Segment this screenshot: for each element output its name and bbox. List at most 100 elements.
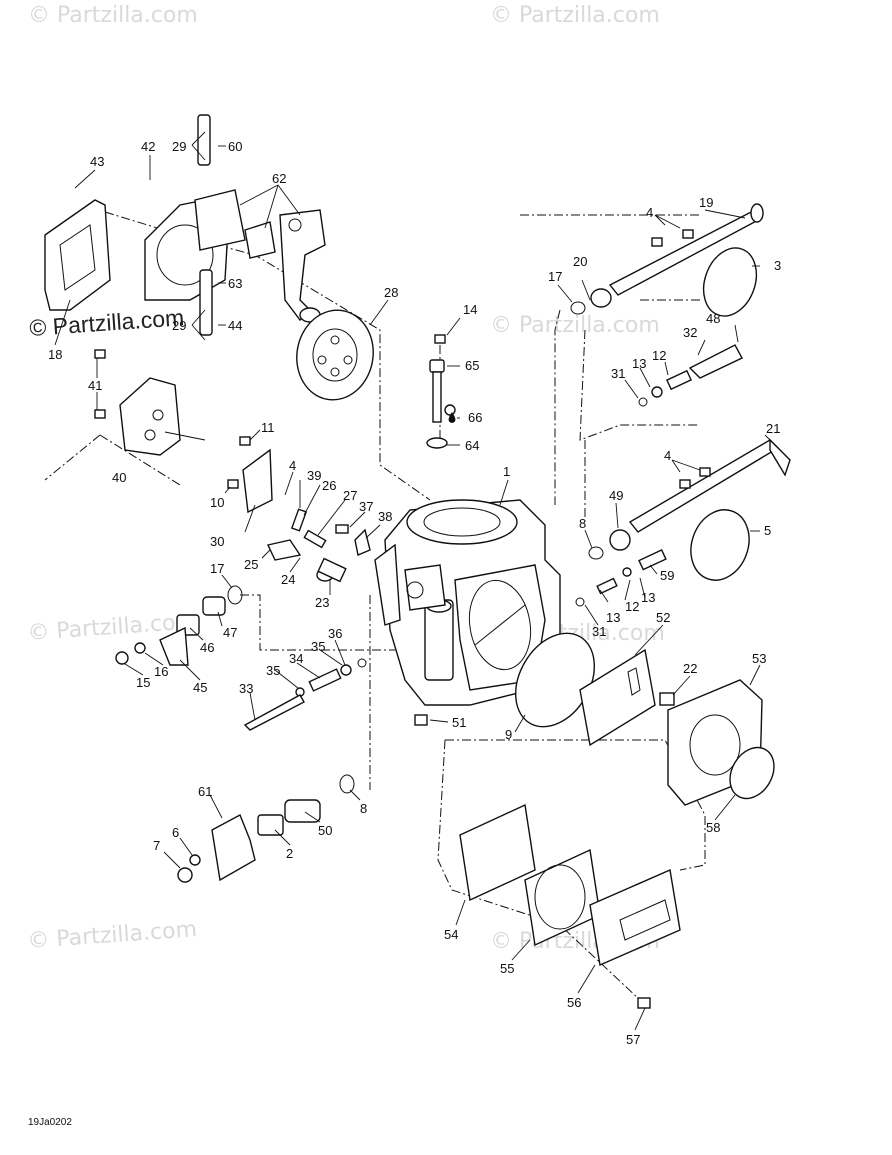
callout-10: 10 xyxy=(210,495,224,510)
callout-7: 7 xyxy=(153,838,160,853)
callout-55: 55 xyxy=(500,961,514,976)
callout-4c: 4 xyxy=(289,458,296,473)
callout-56: 56 xyxy=(567,995,581,1010)
watermark-top-right: © Partzilla.com xyxy=(490,3,660,28)
callout-40: 40 xyxy=(112,470,126,485)
callout-39: 39 xyxy=(307,468,321,483)
callout-65: 65 xyxy=(465,358,479,373)
callout-45: 45 xyxy=(193,680,207,695)
callout-59: 59 xyxy=(660,568,674,583)
callout-49: 49 xyxy=(609,488,623,503)
callout-50: 50 xyxy=(318,823,332,838)
callout-13a: 13 xyxy=(632,356,646,371)
throttle-shaft-lower xyxy=(588,438,791,581)
callout-11: 11 xyxy=(261,420,275,435)
callout-labels: 43 42 29 60 62 63 29 44 18 41 40 28 14 6… xyxy=(48,139,781,1047)
callout-12b: 12 xyxy=(625,599,639,614)
carburetor-body xyxy=(374,499,561,706)
callout-54: 54 xyxy=(444,927,458,942)
callout-44: 44 xyxy=(228,318,242,333)
watermark-bottom-left: © Partzilla.com xyxy=(27,917,198,954)
callout-57: 57 xyxy=(626,1032,640,1047)
callout-6: 6 xyxy=(172,825,179,840)
lower-lever-assembly xyxy=(177,774,355,883)
bottom-gaskets xyxy=(459,803,681,1009)
callout-4a: 4 xyxy=(646,205,653,220)
callout-24: 24 xyxy=(281,572,295,587)
callout-43: 43 xyxy=(90,154,104,169)
callout-35a: 35 xyxy=(311,639,325,654)
callout-31b: 31 xyxy=(592,624,606,639)
callout-33: 33 xyxy=(239,681,253,696)
callout-36: 36 xyxy=(328,626,342,641)
callout-3: 3 xyxy=(774,258,781,273)
callout-66: 66 xyxy=(468,410,482,425)
watermark-mid-right: © Partzilla.com xyxy=(490,313,660,338)
side-cover xyxy=(94,349,206,456)
pump-gaskets xyxy=(515,632,656,747)
callout-27: 27 xyxy=(343,488,357,503)
callout-26: 26 xyxy=(322,478,336,493)
callout-5: 5 xyxy=(764,523,771,538)
idle-screw xyxy=(243,658,367,731)
oil-drop-icon xyxy=(448,412,456,423)
callout-46: 46 xyxy=(200,640,214,655)
callout-17a: 17 xyxy=(548,269,562,284)
idle-needle-upper xyxy=(638,344,743,407)
callout-60: 60 xyxy=(228,139,242,154)
callout-30: 30 xyxy=(210,534,224,549)
callout-52: 52 xyxy=(656,610,670,625)
callout-64: 64 xyxy=(465,438,479,453)
callout-41: 41 xyxy=(88,378,102,393)
callout-38: 38 xyxy=(378,509,392,524)
callout-2: 2 xyxy=(286,846,293,861)
diaphragm-disc xyxy=(296,309,374,401)
fuel-pump-cover xyxy=(659,679,775,806)
callout-19: 19 xyxy=(699,195,713,210)
main-screws xyxy=(426,334,456,449)
callout-23: 23 xyxy=(315,595,329,610)
callout-47: 47 xyxy=(223,625,237,640)
callout-20: 20 xyxy=(573,254,587,269)
drawing-reference: 19Ja0202 xyxy=(28,1117,72,1128)
callout-8b: 8 xyxy=(360,801,367,816)
callout-15: 15 xyxy=(136,675,150,690)
float-parts xyxy=(227,436,371,583)
callout-1: 1 xyxy=(503,464,510,479)
callout-53: 53 xyxy=(752,651,766,666)
callout-17b: 17 xyxy=(210,561,224,576)
callout-14: 14 xyxy=(463,302,477,317)
callout-31a: 31 xyxy=(611,366,625,381)
callout-21: 21 xyxy=(766,421,780,436)
callout-8a: 8 xyxy=(579,516,586,531)
callout-37: 37 xyxy=(359,499,373,514)
idle-needle-lower xyxy=(575,549,667,607)
throttle-shaft-upper xyxy=(570,203,764,317)
callout-58: 58 xyxy=(706,820,720,835)
callout-13b: 13 xyxy=(641,590,655,605)
leader-lines xyxy=(54,131,776,1031)
callout-4b: 4 xyxy=(664,448,671,463)
callout-42: 42 xyxy=(141,139,155,154)
throttle-cable-bracket xyxy=(44,114,326,336)
callout-9: 9 xyxy=(505,727,512,742)
callout-48: 48 xyxy=(706,311,720,326)
callout-12a: 12 xyxy=(652,348,666,363)
callout-29b: 29 xyxy=(172,318,186,333)
accelerator-pump-left xyxy=(115,585,243,666)
callout-13c: 13 xyxy=(606,610,620,625)
callout-16: 16 xyxy=(154,664,168,679)
callout-34: 34 xyxy=(289,651,303,666)
watermark-top-left: © Partzilla.com xyxy=(28,3,198,28)
callout-29a: 29 xyxy=(172,139,186,154)
callout-63: 63 xyxy=(228,276,242,291)
small-clip xyxy=(414,714,428,726)
callout-22: 22 xyxy=(683,661,697,676)
callout-32: 32 xyxy=(683,325,697,340)
callout-18: 18 xyxy=(48,347,62,362)
callout-25: 25 xyxy=(244,557,258,572)
callout-35b: 35 xyxy=(266,663,280,678)
callout-51: 51 xyxy=(452,715,466,730)
